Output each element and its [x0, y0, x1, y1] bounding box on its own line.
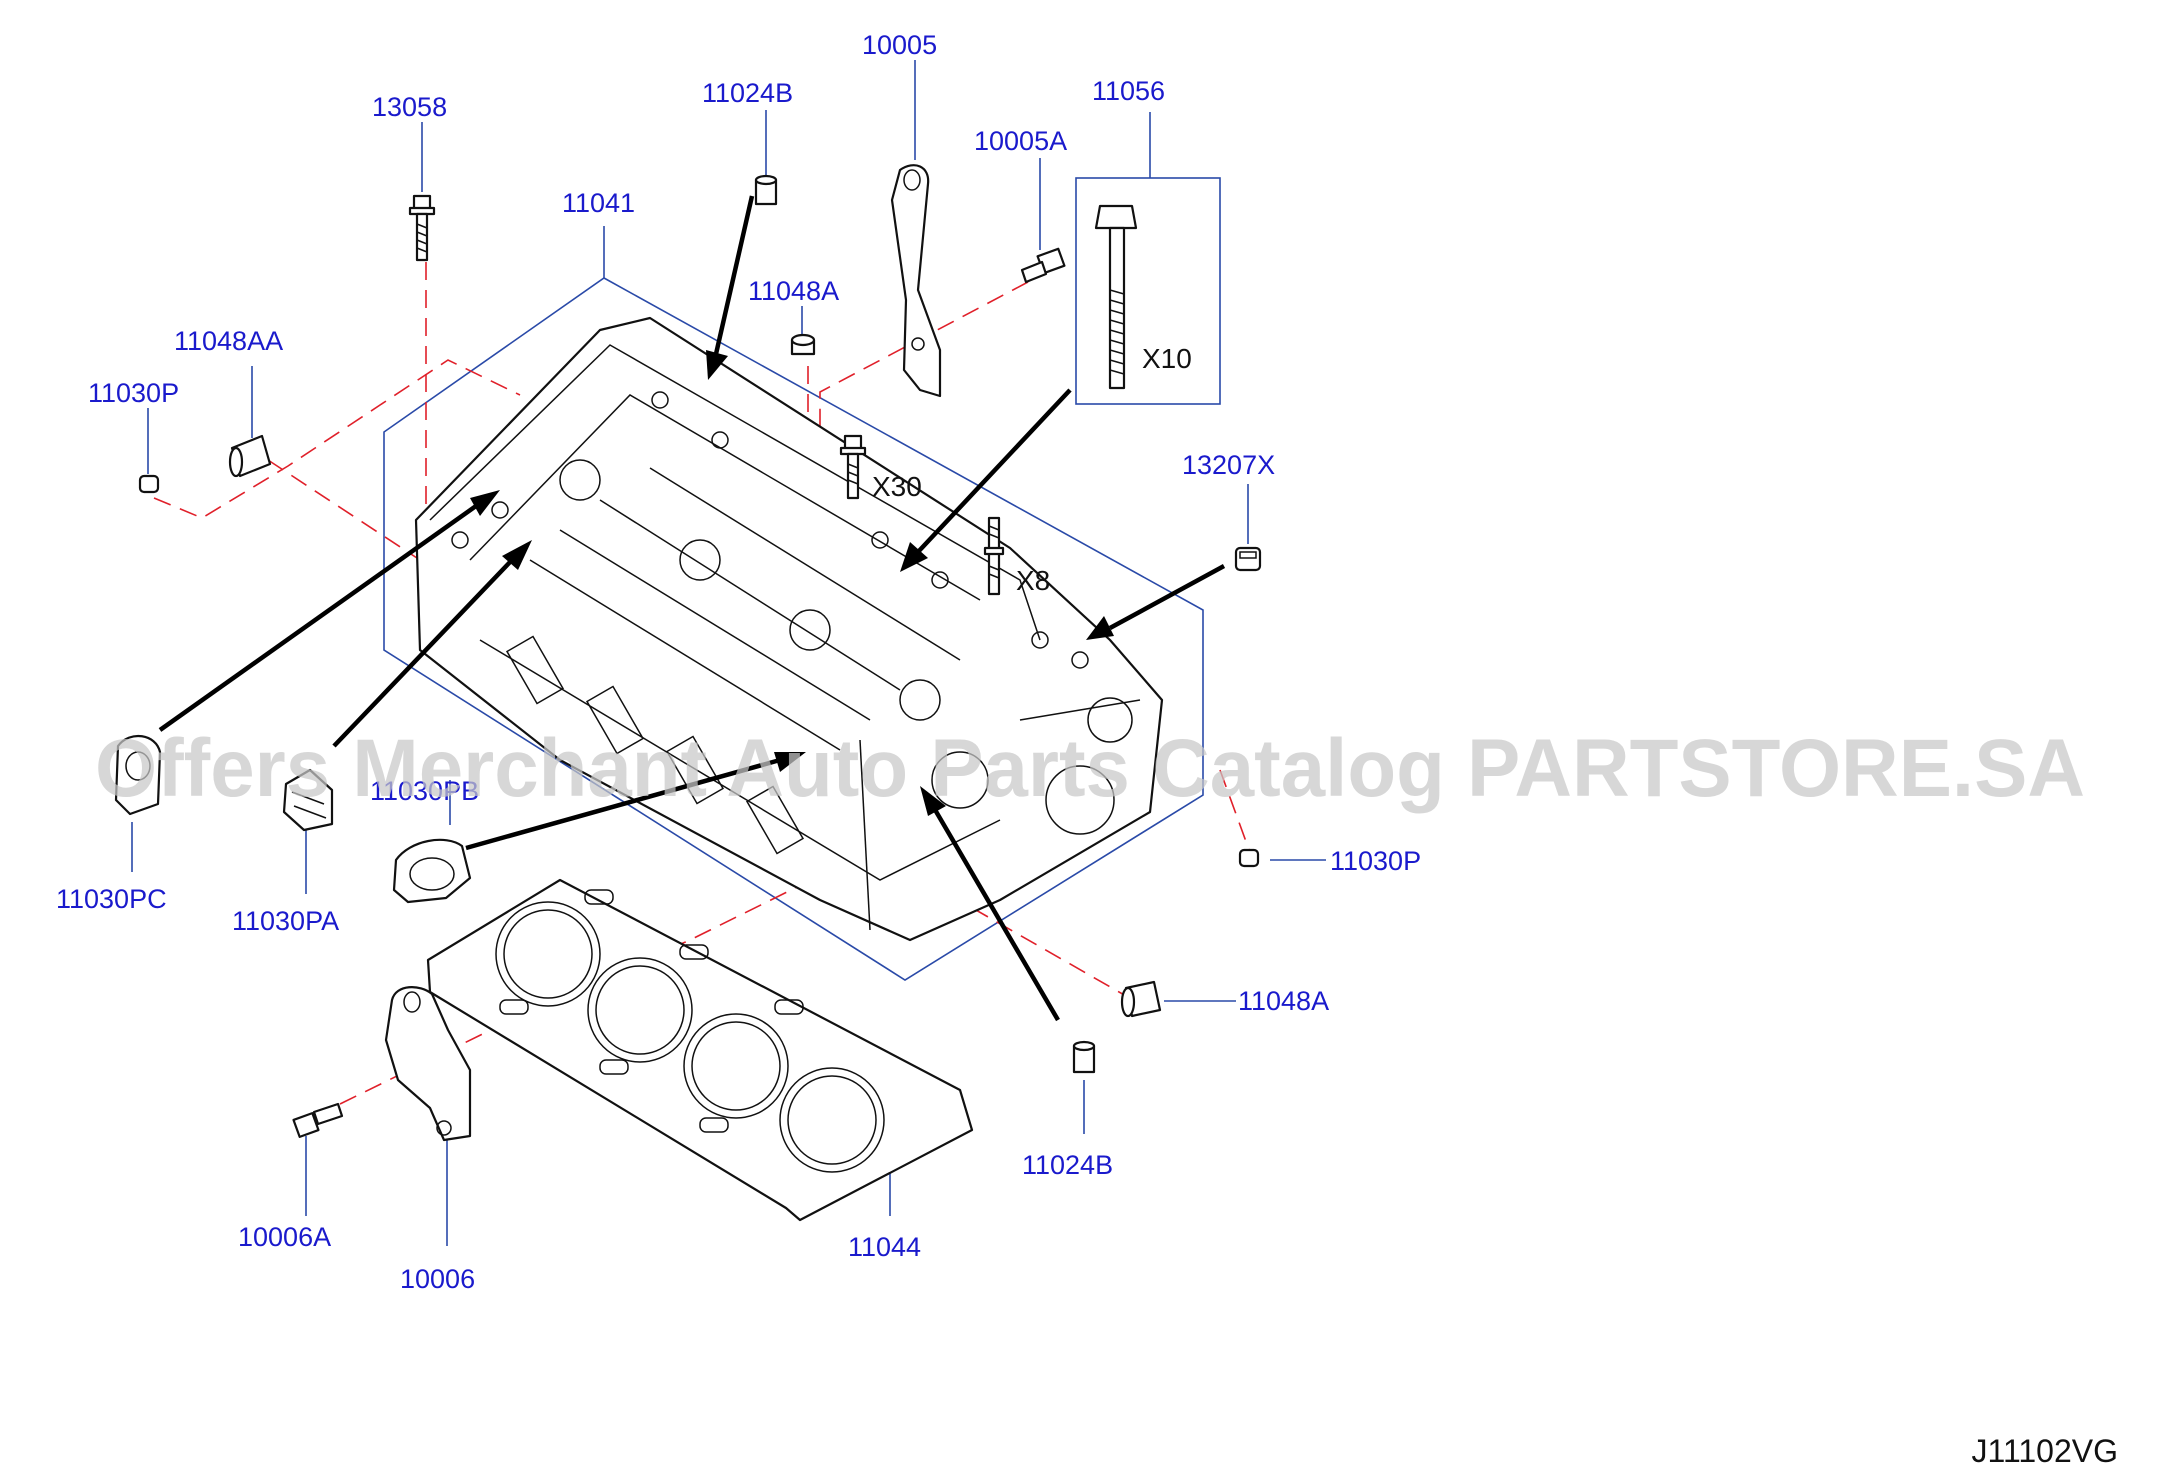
label-13058: 13058: [372, 92, 447, 122]
bolt-group-box: [1075, 177, 1221, 405]
watermark: Offers Merchant Auto Parts Catalog PARTS…: [95, 723, 2085, 814]
bracket-10005[interactable]: [890, 164, 942, 398]
label-10006A: 10006A: [238, 1222, 331, 1252]
leader-lines: [131, 60, 1326, 1246]
plug-11048A-top[interactable]: [790, 333, 816, 356]
label-11030P-right: 11030P: [1330, 846, 1421, 876]
label-11048AA: 11048AA: [174, 326, 283, 356]
cover-11030PB[interactable]: [392, 838, 472, 904]
label-11024B-bottom: 11024B: [1022, 1150, 1113, 1180]
label-10005A: 10005A: [974, 126, 1067, 156]
dowel-11024B-bottom[interactable]: [1072, 1040, 1096, 1074]
label-11024B-top: 11024B: [702, 78, 793, 108]
seal-13207X[interactable]: [1234, 546, 1262, 572]
label-11041: 11041: [562, 188, 635, 218]
label-11030PC: 11030PC: [56, 884, 167, 914]
cover-11030PA[interactable]: [282, 768, 334, 832]
bolt-10005A[interactable]: [1020, 247, 1066, 284]
bracket-10006[interactable]: [384, 986, 472, 1142]
cylinder-head-11041[interactable]: [414, 316, 1164, 942]
quantity-x8: X8: [1016, 565, 1050, 596]
cover-11030PC[interactable]: [114, 734, 162, 816]
head-bolt-11056[interactable]: [1094, 204, 1138, 390]
callout-arrows: [158, 195, 1226, 1022]
bolt-x30[interactable]: [839, 434, 867, 500]
label-13207X: 13207X: [1182, 450, 1275, 480]
plug-11030P-right[interactable]: [1238, 848, 1260, 868]
label-10006: 10006: [400, 1264, 475, 1294]
label-11030PA: 11030PA: [232, 906, 339, 936]
quantity-11056: X10: [1142, 343, 1192, 374]
head-assembly-boundary: [383, 277, 1204, 981]
label-11030P-left: 11030P: [88, 378, 179, 408]
label-11030PB: 11030PB: [370, 776, 479, 806]
quantity-x30: X30: [872, 471, 922, 502]
label-11048A-right: 11048A: [1238, 986, 1329, 1016]
label-10005: 10005: [862, 30, 937, 60]
bolt-10006A[interactable]: [292, 1102, 344, 1138]
plug-11048A-right[interactable]: [1120, 980, 1162, 1018]
label-11048A-top: 11048A: [748, 276, 839, 306]
plug-11030P-left[interactable]: [138, 474, 160, 494]
dowel-11024B-top[interactable]: [754, 174, 778, 206]
label-11056: 11056: [1092, 76, 1165, 106]
bolt-13058[interactable]: [408, 194, 436, 262]
head-gasket-11044[interactable]: [426, 878, 974, 1222]
label-11044: 11044: [848, 1232, 921, 1262]
stud-x8[interactable]: [983, 516, 1005, 596]
plug-11048AA[interactable]: [228, 434, 272, 478]
diagram-code: J11102VG: [1972, 1433, 2118, 1469]
